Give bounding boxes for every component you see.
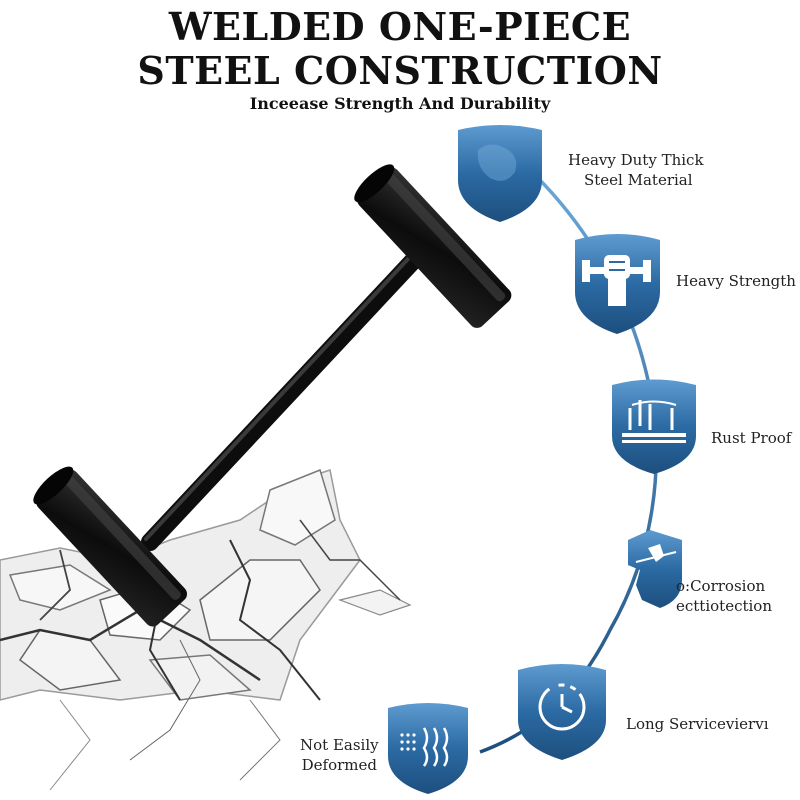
feature-icon-rust-proof: [612, 379, 696, 474]
feature-label-rust-proof: Rust Proof: [711, 429, 792, 447]
feature-icon-long-service: [518, 664, 606, 760]
feature-icon-not-deformed: [388, 703, 468, 794]
feature-icon-heavy-strength: [575, 234, 660, 334]
feature-label-anti-corrosion: o:Corrosion ecttiotection: [676, 577, 772, 615]
t-handle-wrench: [33, 164, 512, 627]
feature-icon-anti-corrosion: [628, 530, 682, 608]
feature-icon-thick-steel: [458, 125, 542, 222]
feature-label-long-service: Long Serviceviervı: [626, 715, 769, 733]
feature-label-not-deformed: Not Easily Deformed: [300, 736, 379, 774]
title-line-1: WELDED ONE-PIECE: [168, 4, 632, 49]
feature-label-heavy-strength: Heavy Strength: [676, 272, 796, 290]
feature-label-thick-steel: Heavy Duty Thick Steel Material: [568, 151, 704, 189]
title-line-2: STEEL CONSTRUCTION: [137, 48, 663, 93]
subtitle: Inceease Strength And Durability: [249, 94, 551, 113]
